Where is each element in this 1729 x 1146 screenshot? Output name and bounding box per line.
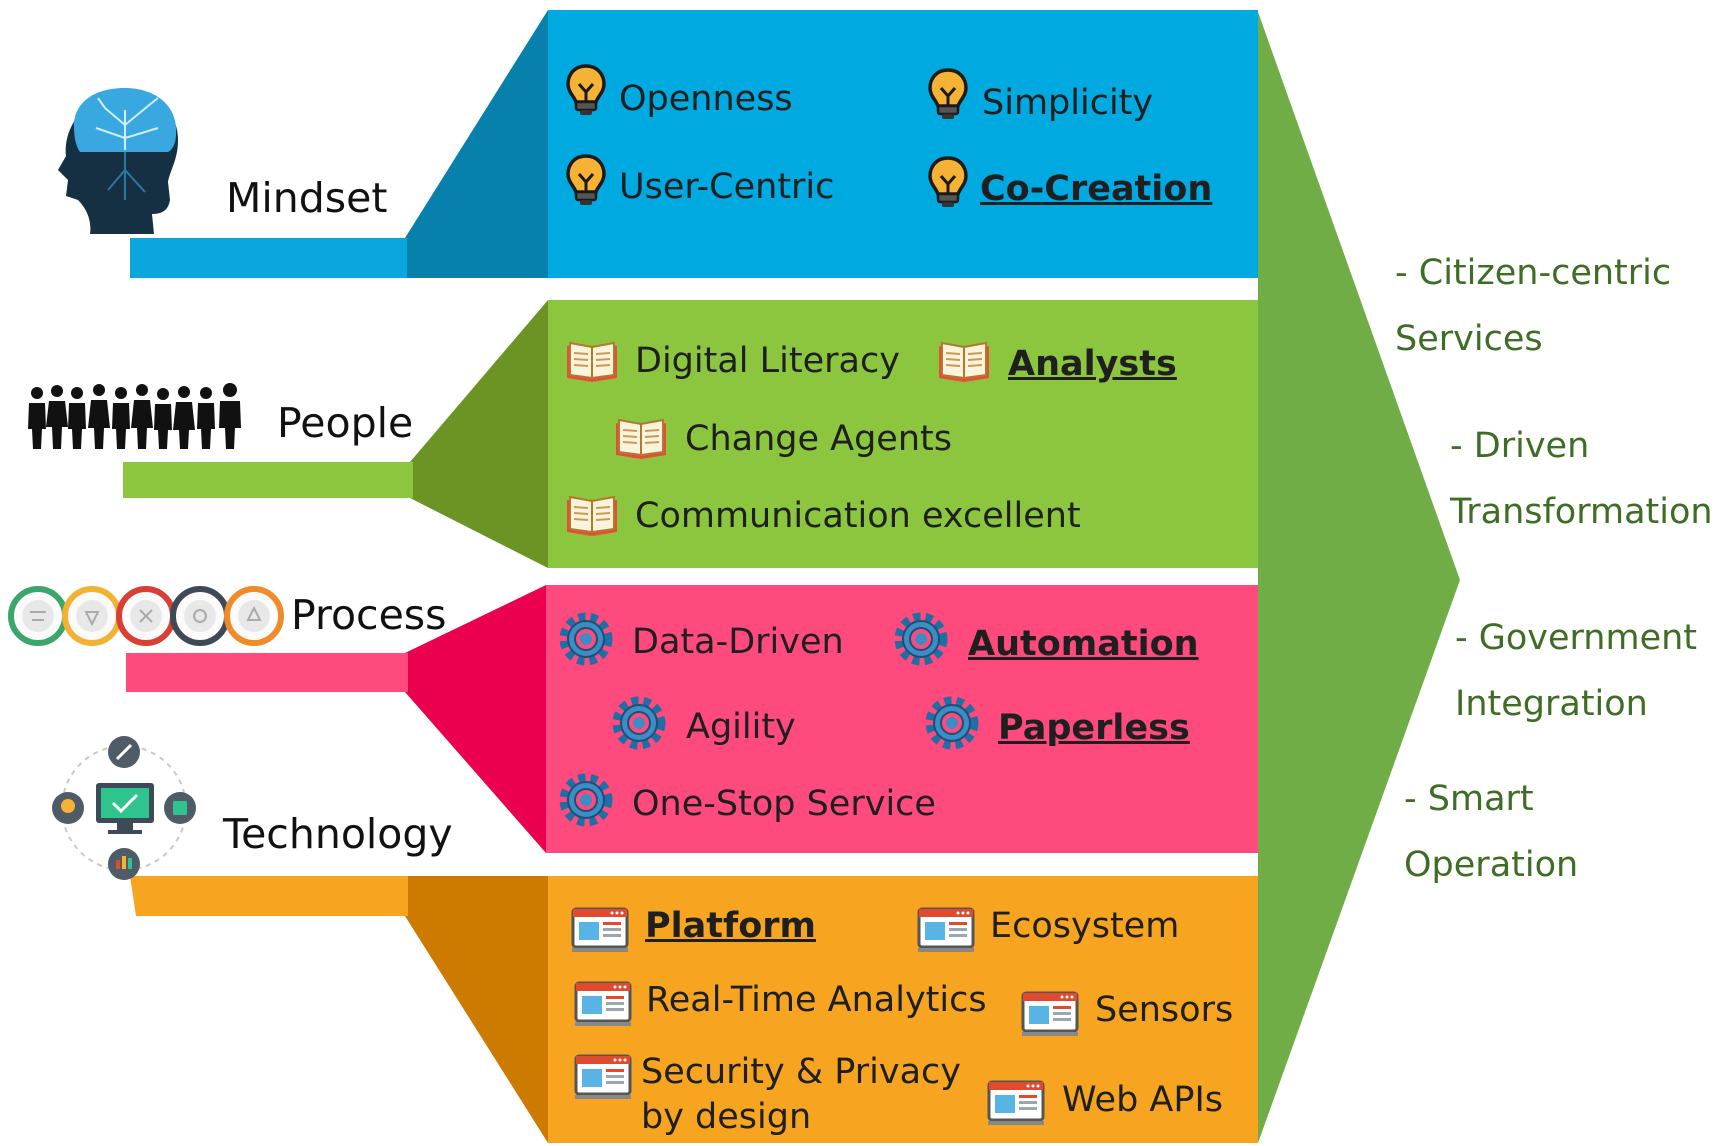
book-icon <box>566 496 618 537</box>
outcome-arrow <box>1258 12 1460 1143</box>
process-funnel <box>405 585 546 853</box>
technology-item: Platform <box>645 906 817 946</box>
category-label-mindset: Mindset <box>226 174 388 222</box>
process-circles-icon <box>8 586 284 646</box>
outcome-line: Operation <box>1404 845 1579 885</box>
browser-window-icon <box>916 907 976 954</box>
process-item: Data-Driven <box>632 622 844 662</box>
category-label-people: People <box>277 399 414 447</box>
gear-icon <box>899 617 943 661</box>
outcome-line: Transformation <box>1450 492 1713 532</box>
head-brain-icon <box>58 88 178 234</box>
technology-item: Security & Privacy <box>641 1052 961 1092</box>
technology-item: Sensors <box>1095 990 1234 1030</box>
process-item: Automation <box>968 624 1199 664</box>
mindset-item: Co-Creation <box>980 169 1213 209</box>
outcome-line: - Government <box>1455 618 1698 658</box>
category-label-process: Process <box>291 591 447 639</box>
technology-connector-bar <box>130 876 408 916</box>
browser-window-icon <box>573 981 633 1028</box>
mindset-item: Openness <box>619 79 793 119</box>
process-connector-bar <box>126 653 408 692</box>
browser-window-icon <box>986 1080 1046 1127</box>
people-silhouettes-icon <box>28 383 241 449</box>
mindset-panel <box>548 10 1258 278</box>
process-item: One-Stop Service <box>632 784 936 824</box>
process-item: Agility <box>686 707 796 747</box>
gear-icon <box>564 617 608 661</box>
mindset-connector-bar <box>130 238 407 278</box>
technology-item: Ecosystem <box>990 906 1180 946</box>
people-item: Communication excellent <box>635 496 1081 536</box>
process-item: Paperless <box>998 708 1190 748</box>
outcome-line: Services <box>1395 319 1543 359</box>
people-funnel <box>410 300 548 568</box>
gear-icon <box>617 701 661 745</box>
browser-window-icon <box>570 907 630 954</box>
technology-item: Real-Time Analytics <box>646 980 987 1020</box>
mindset-funnel <box>405 10 548 278</box>
people-panel <box>548 300 1258 568</box>
people-item: Change Agents <box>685 419 952 459</box>
outcome-line: - Smart <box>1404 779 1534 819</box>
technology-funnel <box>405 876 548 1143</box>
outcome-line: - Citizen-centric <box>1395 253 1672 293</box>
technology-panel <box>548 876 1258 1143</box>
technology-item: Web APIs <box>1062 1080 1224 1120</box>
people-item: Digital Literacy <box>635 341 900 381</box>
browser-window-icon <box>1020 991 1080 1038</box>
gear-icon <box>564 778 608 822</box>
book-icon <box>615 419 667 460</box>
book-icon <box>566 342 618 383</box>
gear-icon <box>930 701 974 745</box>
outcome-line: Integration <box>1455 684 1648 724</box>
browser-window-icon <box>573 1054 633 1101</box>
mindset-item: Simplicity <box>982 83 1154 123</box>
mindset-item: User-Centric <box>619 167 835 207</box>
category-label-technology: Technology <box>223 810 453 858</box>
people-item: Analysts <box>1008 344 1177 384</box>
people-connector-bar <box>123 462 413 498</box>
technology-cycle-icon <box>52 736 196 880</box>
technology-item: by design <box>641 1097 812 1137</box>
outcome-line: - Driven <box>1450 426 1590 466</box>
book-icon <box>938 342 990 383</box>
